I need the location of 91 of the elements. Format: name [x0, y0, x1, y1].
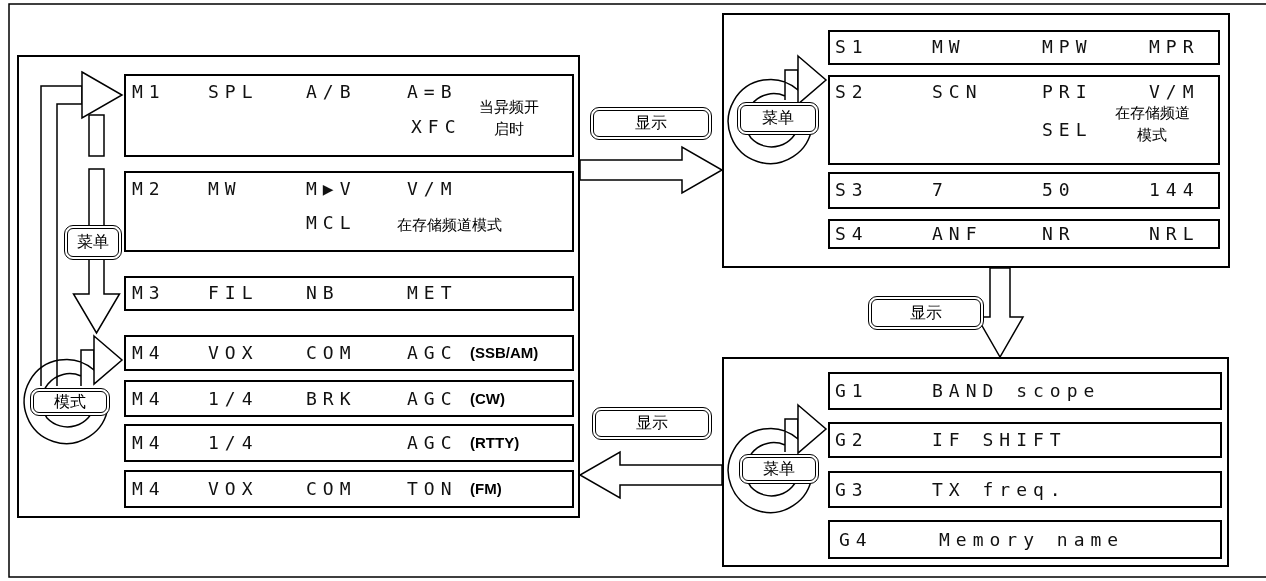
display-text: FIL [208, 283, 259, 303]
display-panel [722, 357, 1229, 567]
display-text: S1 [835, 37, 869, 57]
display-text: S3 [835, 180, 869, 200]
menu-row [124, 276, 574, 311]
loop-arrow [40, 71, 123, 387]
display-button: 显示 [590, 107, 712, 140]
display-text: A=B [407, 82, 458, 102]
display-text: 1/4 [208, 389, 259, 409]
display-text: PRI [1042, 82, 1093, 102]
menu-row [124, 424, 574, 462]
display-text: SPL [208, 82, 259, 102]
display-text: M▶V [306, 179, 357, 199]
display-text: NR [1042, 224, 1076, 244]
display-text: VOX [208, 343, 259, 363]
menu-button: 菜单 [737, 102, 819, 135]
display-text: MET [407, 283, 458, 303]
rotate-arrow [727, 404, 827, 514]
display-text: Memory name [939, 530, 1125, 550]
display-text: 50 [1042, 180, 1076, 200]
display-panel [17, 55, 580, 518]
display-text: IF SHIFT [932, 430, 1067, 450]
menu-button: 菜单 [739, 454, 819, 484]
display-text: MPR [1149, 37, 1200, 57]
menu-row [828, 422, 1222, 458]
display-text: G1 [835, 381, 869, 401]
note-text: 在存储频道模式 [1113, 103, 1191, 146]
display-text: G4 [839, 530, 873, 550]
display-text: NRL [1149, 224, 1200, 244]
display-text: G3 [835, 480, 869, 500]
display-text: A/B [306, 82, 357, 102]
display-button: 显示 [868, 296, 984, 330]
display-text: AGC [407, 343, 458, 363]
display-panel [722, 13, 1230, 268]
display-text: SEL [1042, 120, 1093, 140]
mode-label: (SSB/AM) [470, 343, 539, 363]
menu-row [124, 74, 574, 157]
display-text: XFC [411, 117, 462, 137]
display-text: NB [306, 283, 340, 303]
display-text: V/M [1149, 82, 1200, 102]
note-text: 当异频开启时 [478, 97, 540, 140]
direction-arrow [72, 257, 121, 335]
display-text: ANF [932, 224, 983, 244]
menu-row [828, 520, 1222, 559]
display-text: AGC [407, 433, 458, 453]
menu-row [124, 470, 574, 508]
display-text: S4 [835, 224, 869, 244]
display-text: VOX [208, 479, 259, 499]
display-text: MPW [1042, 37, 1093, 57]
display-text: 144 [1149, 180, 1200, 200]
display-text: MCL [306, 213, 357, 233]
display-button: 显示 [592, 407, 712, 440]
display-text: M4 [132, 433, 166, 453]
menu-row [828, 30, 1220, 65]
menu-row [124, 380, 574, 417]
display-text: AGC [407, 389, 458, 409]
display-text: M3 [132, 283, 166, 303]
display-text: TON [407, 479, 458, 499]
menu-row [828, 471, 1222, 508]
menu-row [828, 172, 1220, 209]
display-text: SCN [932, 82, 983, 102]
mode-button: 模式 [30, 388, 110, 416]
mode-label: (CW) [470, 389, 505, 409]
block-arrow [578, 450, 723, 500]
display-text: COM [306, 479, 357, 499]
display-text: BRK [306, 389, 357, 409]
menu-row [828, 219, 1220, 249]
display-text: 7 [932, 180, 949, 200]
display-text: M4 [132, 343, 166, 363]
display-text: V/M [407, 179, 458, 199]
display-text: M2 [132, 179, 166, 199]
menu-row [828, 75, 1220, 165]
display-text: M4 [132, 479, 166, 499]
menu-row [124, 335, 574, 371]
menu-row [828, 372, 1222, 410]
mode-label: (RTTY) [470, 433, 520, 453]
menu-button: 菜单 [64, 225, 122, 260]
display-text: 1/4 [208, 433, 259, 453]
mode-label: (FM) [470, 479, 502, 499]
menu-row [124, 171, 574, 252]
display-text: MW [932, 37, 966, 57]
display-text: COM [306, 343, 357, 363]
display-text: M4 [132, 389, 166, 409]
display-text: TX freq. [932, 480, 1067, 500]
display-text: S2 [835, 82, 869, 102]
display-text: MW [208, 179, 242, 199]
note-text: 在存储频道模式 [395, 215, 503, 236]
block-arrow [579, 145, 724, 195]
display-text: M1 [132, 82, 166, 102]
display-text: G2 [835, 430, 869, 450]
display-text: BAND scope [932, 381, 1101, 401]
